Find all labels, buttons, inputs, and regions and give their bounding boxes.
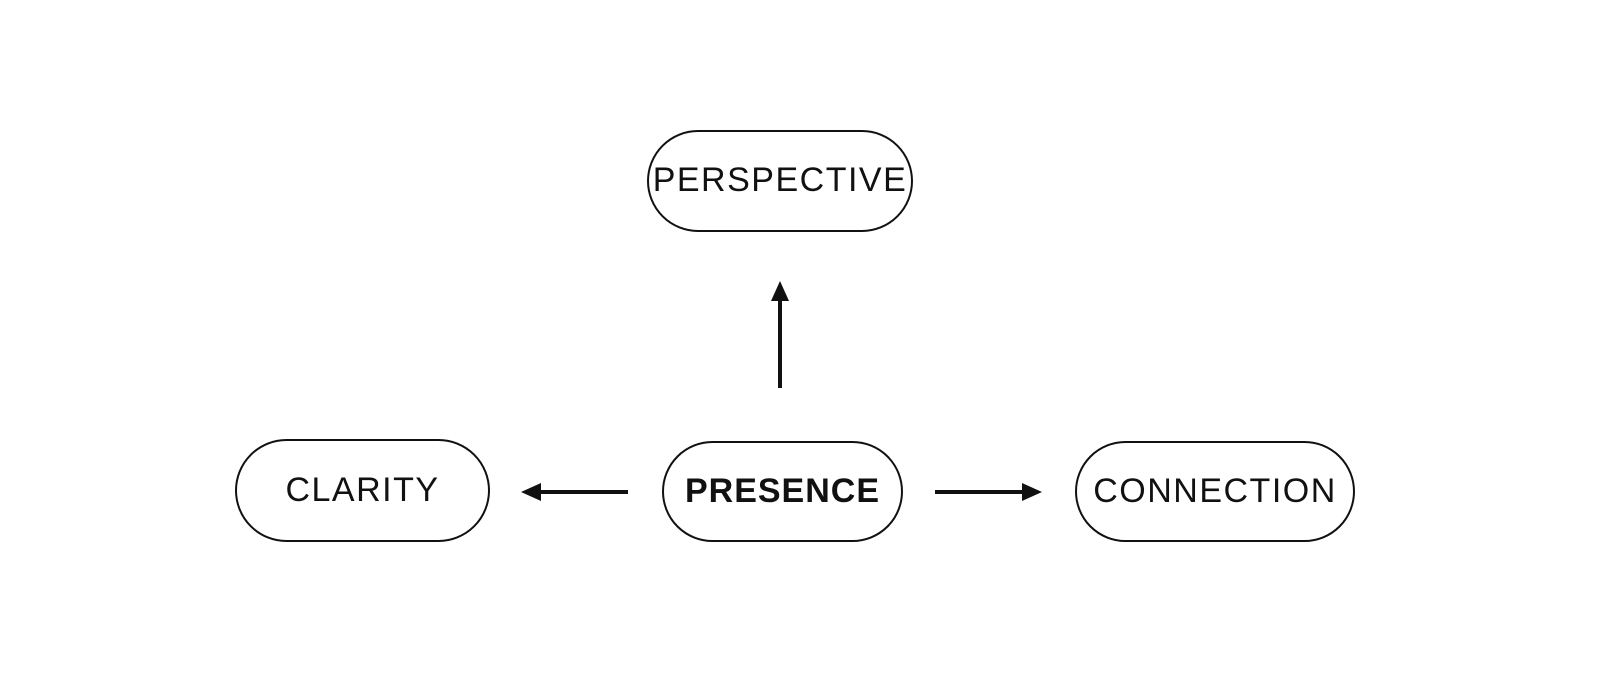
node-connection-label: CONNECTION (1093, 471, 1337, 510)
node-perspective: PERSPECTIVE (647, 130, 913, 232)
node-perspective-label: PERSPECTIVE (652, 161, 908, 199)
node-connection: CONNECTION (1075, 441, 1355, 542)
node-presence: PRESENCE (662, 441, 903, 542)
node-clarity: CLARITY (235, 439, 490, 542)
node-clarity-label: CLARITY (285, 470, 440, 509)
edge-presence-clarity (521, 483, 628, 501)
edge-presence-connection (935, 483, 1042, 501)
arrowhead-left-icon (521, 483, 541, 501)
node-presence-label: PRESENCE (684, 471, 881, 510)
edge-presence-perspective (771, 281, 789, 388)
arrowhead-up-icon (771, 281, 789, 301)
arrowhead-right-icon (1022, 483, 1042, 501)
